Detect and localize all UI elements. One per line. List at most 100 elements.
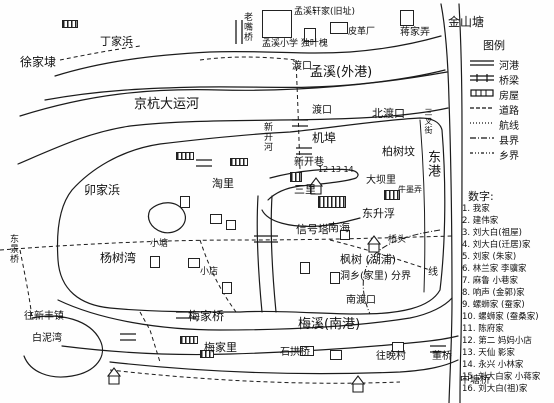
building [180, 336, 198, 344]
place-label: 老嘴桥 [242, 12, 252, 42]
place-label: 杨树湾 [100, 251, 137, 265]
place-label: 新开河 [262, 122, 272, 152]
legend-item-house: 房屋 [469, 86, 549, 102]
numbered-list-item: 2. 建伟家 [462, 216, 499, 226]
mengxi-outer-north-bank [54, 35, 442, 77]
numbered-list-item: 6. 林兰家 李骥家 [462, 264, 527, 274]
building [150, 256, 160, 268]
place-label: 徐家埭 [20, 55, 57, 69]
legend-item-town: 乡界 [469, 146, 549, 162]
bridge-laoqiao [235, 20, 243, 44]
place-label: 京杭大运河 [134, 97, 200, 112]
numbered-list-item: 4. 刘大白(迁居)家 [462, 240, 531, 250]
numbered-list-item: 14. 永兴 小林家 [462, 360, 524, 370]
island-boundary [56, 117, 446, 315]
legend-symbol-county [470, 137, 494, 139]
building [230, 158, 248, 166]
grand-canal-south-bank [17, 107, 449, 165]
building [330, 272, 340, 284]
numbered-list-item: 8. 响声 (金郭)家 [462, 288, 525, 298]
legend-item-road: 道路 [469, 101, 549, 117]
building [176, 152, 194, 160]
county-border-line [362, 229, 441, 315]
building [62, 20, 78, 28]
building [262, 10, 292, 38]
building [290, 172, 302, 182]
place-label: 南海 [328, 221, 350, 234]
place-label: 柏树坟 [382, 145, 415, 158]
numbered-list-item: 5. 刘家 (朱家) [462, 252, 517, 262]
place-label: 枫树 (湖浦) [340, 253, 397, 266]
building [200, 350, 214, 358]
place-label: 12 13 14 [318, 165, 354, 174]
place-label: 三叉街 [424, 108, 433, 135]
jinshan-tang-bank-west [440, 3, 453, 403]
road-to-xujia [59, 45, 141, 61]
pond-left [147, 202, 186, 234]
place-label: 石拱桥 [280, 347, 310, 358]
legend-item-bridge: 桥梁 [469, 71, 549, 87]
bridge-meijia [176, 311, 196, 319]
place-label: 新开巷 [294, 157, 324, 168]
place-label: 信号塔 [296, 223, 329, 236]
central-creek-west [256, 195, 263, 313]
legend-item-label: 县界 [499, 136, 519, 147]
place-label: 南渡口 [346, 295, 376, 306]
place-label: 丁家浜 [100, 35, 133, 48]
legend-symbol-route [470, 122, 494, 124]
sanli-creek-north [267, 168, 359, 201]
numbered-list-item: 16. 刘大白(祖)家 [462, 384, 528, 394]
numbered-list-item: 7. 麻鲁 小巷家 [462, 276, 519, 286]
road-left-ring [19, 249, 33, 319]
place-label: 梅家里 [204, 341, 237, 354]
bridge-west [120, 333, 136, 341]
legend-symbol-river [470, 60, 494, 66]
legend-item-county: 县界 [469, 131, 549, 147]
bridge-jiqiao [296, 147, 312, 155]
building [210, 214, 222, 224]
bottom-strip [109, 359, 459, 375]
place-label: 往新丰镇 [24, 311, 64, 322]
place-label: 大坝里 [366, 175, 396, 186]
road-top-link [199, 56, 297, 61]
place-label: 金山塘 [448, 15, 485, 29]
place-label: 董桥 [432, 351, 452, 362]
legend-item-label: 桥梁 [499, 76, 519, 87]
road-west-east [0, 235, 453, 251]
legend-item-label: 乡界 [499, 151, 519, 162]
legend-item-label: 航线 [499, 121, 519, 132]
map-legend: 图例 河港桥梁房屋道路航线县界乡界 [465, 38, 551, 168]
meixi-north-bank [57, 297, 453, 331]
bridge-centre [254, 235, 278, 243]
place-label: 三里 [294, 183, 316, 196]
numbered-list-item: 11. 陈府家 [462, 324, 504, 334]
building [226, 220, 236, 230]
place-label: 孟溪(外港) [310, 65, 373, 80]
numbered-list-item: 13. 天仙 影家 [462, 348, 515, 358]
place-label: 梅溪(南港) [298, 317, 361, 332]
numbered-list-title: 数字: [468, 190, 494, 203]
meixi-south-bank [61, 335, 459, 356]
numbered-list-item: 12. 第二 妈妈小店 [462, 336, 532, 346]
place-label: 机埠 [312, 131, 337, 145]
legend-symbol-bridge [470, 74, 494, 82]
building [300, 262, 310, 274]
place-label: 牛墨弄 [398, 185, 422, 194]
place-label: 线 [428, 267, 438, 278]
building [330, 350, 342, 360]
place-label: 东升浮 [362, 207, 395, 220]
jinshan-tang-bank-east [458, 3, 463, 403]
building [318, 196, 346, 208]
place-label: 淘里 [212, 177, 234, 190]
legend-item-label: 河港 [499, 61, 519, 72]
place-label: 孟溪轩家(旧址) [294, 7, 356, 17]
hut-centre [308, 177, 324, 195]
grand-canal-north-bank [19, 71, 448, 117]
legend-symbol-house [470, 89, 494, 97]
place-label: 卯家浜 [84, 183, 121, 197]
building [304, 28, 316, 42]
place-label: 渡口 [312, 105, 332, 116]
road-south-meijia [139, 311, 161, 363]
building [392, 342, 404, 352]
